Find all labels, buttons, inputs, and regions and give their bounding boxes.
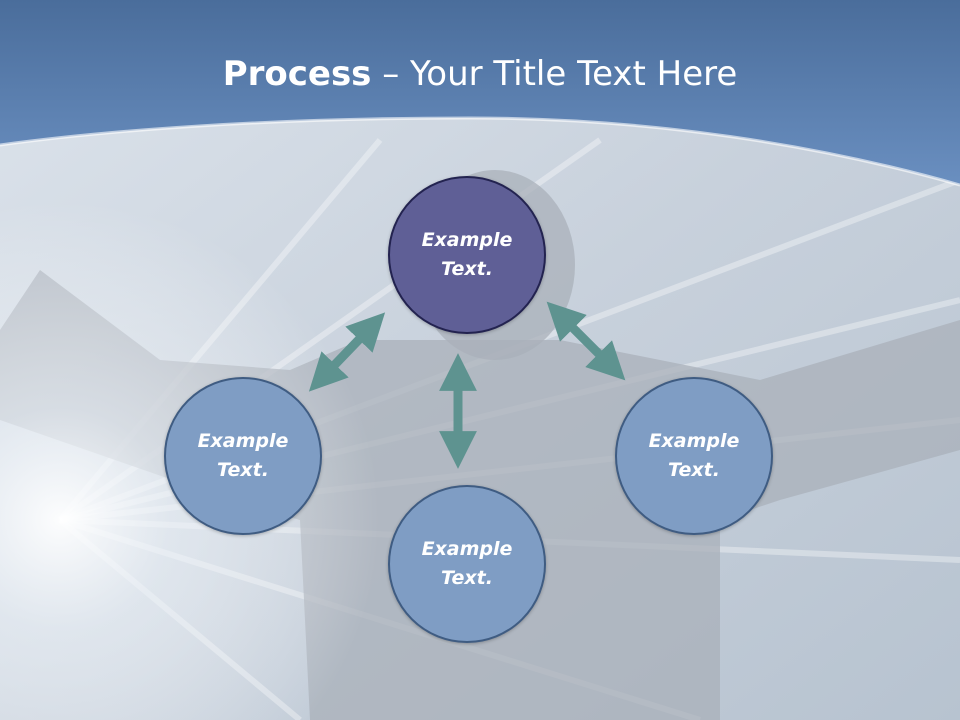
process-node-left: Example Text. xyxy=(164,377,322,535)
node-bottom-label: Example Text. xyxy=(421,538,513,589)
process-node-right: Example Text. xyxy=(615,377,773,535)
node-right-label: Example Text. xyxy=(648,430,740,481)
slide-title: Process – Your Title Text Here xyxy=(0,52,960,96)
node-left-label: Example Text. xyxy=(197,430,289,481)
process-node-top: Example Text. xyxy=(388,176,546,334)
title-strong: Process xyxy=(222,54,372,94)
title-rest: – Your Title Text Here xyxy=(371,54,738,94)
process-node-bottom: Example Text. xyxy=(388,485,546,643)
node-top-label: Example Text. xyxy=(421,229,513,280)
